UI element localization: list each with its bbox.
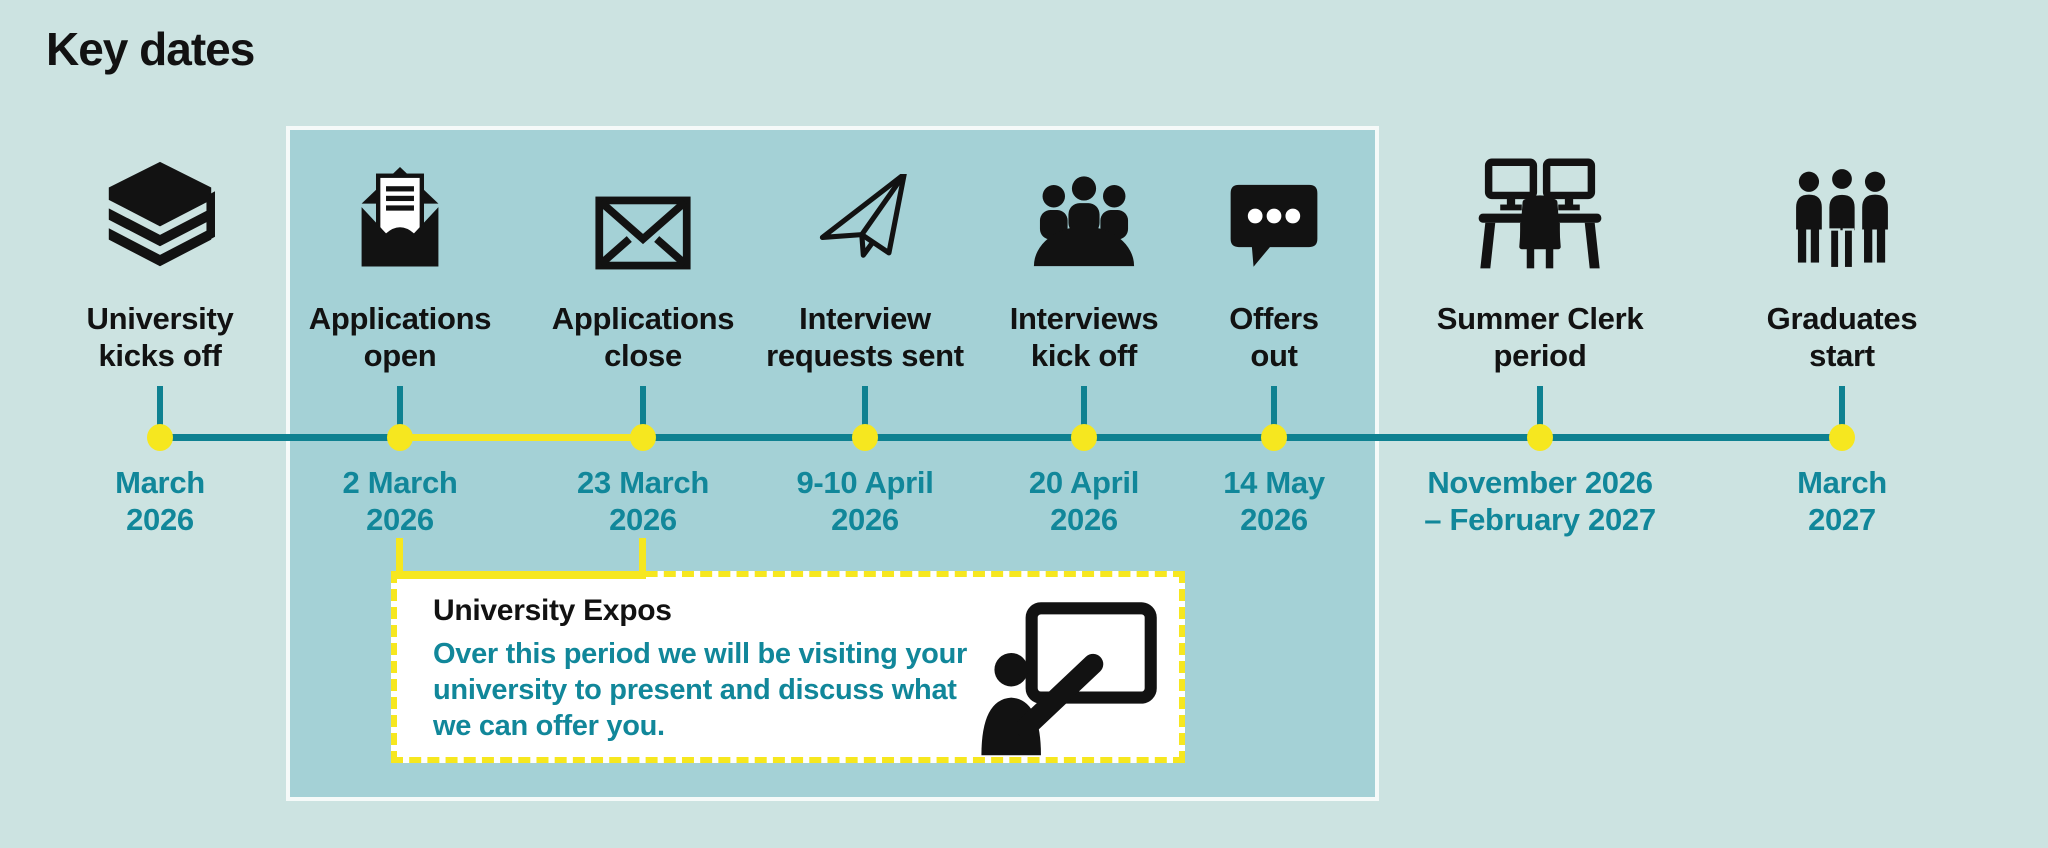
timeline-dot [147,424,173,451]
timeline-dot [1527,424,1553,451]
milestone-label-line1: Interviews [1009,301,1159,336]
callout-connector-left [396,538,403,578]
milestone-label: Summer Clerk period [1390,300,1690,374]
paper-plane-icon [715,150,1015,270]
callout-body: Over this period we will be visiting you… [433,636,967,744]
graduates-icon [1692,150,1992,270]
timeline-line [160,434,1842,441]
milestone-date-line1: November 2026 [1427,465,1653,500]
milestone-label-line1: Summer Clerk [1436,301,1644,336]
timeline-dot [1261,424,1287,451]
milestone-graduates-start: Graduates start March 2027 [1692,0,1992,620]
milestone-label-line2: close [604,338,682,373]
milestone-interview-requests-sent: Interview requests sent 9-10 April 2026 [715,0,1015,620]
timeline-dot [1071,424,1097,451]
milestone-offers-out: Offers out 14 May 2026 [1124,0,1424,620]
milestone-label: Applications close [493,300,793,374]
milestone-label-line2: requests sent [766,338,964,373]
callout-connector-right [639,538,646,578]
milestone-applications-close: Applications close 23 March 2026 [493,0,793,620]
milestone-tick [1839,386,1845,432]
milestone-date: 2 March 2026 [250,464,550,538]
milestone-label-line2: kicks off [98,338,222,373]
milestone-tick [1271,386,1277,432]
callout-solid-top-edge [391,571,646,579]
milestone-date-line1: 2 March [342,465,458,500]
milestone-label: Graduates start [1692,300,1992,374]
milestone-tick [157,386,163,432]
milestone-date-line2: 2027 [1808,502,1876,537]
milestone-label-line2: out [1250,338,1298,373]
milestone-date-line2: 2026 [609,502,677,537]
milestone-date-line1: 9-10 April [796,465,934,500]
milestone-label: University kicks off [10,300,310,374]
milestone-label: Interviews kick off [934,300,1234,374]
milestone-date-line2: 2026 [366,502,434,537]
milestone-label-line2: open [363,338,437,373]
timeline-dot [852,424,878,451]
milestone-date: 20 April 2026 [934,464,1234,538]
milestone-label-line1: Graduates [1766,301,1918,336]
milestone-tick [640,386,646,432]
milestone-date-line1: 14 May [1223,465,1325,500]
callout-body-line: Over this period we will be visiting you… [433,638,967,670]
timeline-dot [630,424,656,451]
milestone-date: March 2027 [1692,464,1992,538]
milestone-date-line2: 2026 [126,502,194,537]
milestone-tick [397,386,403,432]
milestone-date: 14 May 2026 [1124,464,1424,538]
milestone-label-line1: Applications [551,301,735,336]
milestone-label-line2: kick off [1030,338,1138,373]
callout-title: University Expos [433,594,672,627]
milestone-date: 9-10 April 2026 [715,464,1015,538]
milestone-date-line1: 20 April [1028,465,1140,500]
university-expos-callout: University Expos Over this period we wil… [391,571,1185,763]
envelope-closed-icon [493,150,793,270]
milestone-date: 23 March 2026 [493,464,793,538]
milestone-date: March 2026 [10,464,310,538]
milestone-tick [862,386,868,432]
milestone-summer-clerk-period: Summer Clerk period November 2026 – Febr… [1390,0,1690,620]
books-icon [10,150,310,270]
milestone-label-line2: start [1809,338,1875,373]
callout-body-line: we can offer you. [433,710,665,742]
milestone-date-line1: March [1797,465,1887,500]
milestone-label-line1: University [86,301,234,336]
milestone-date-line1: 23 March [577,465,709,500]
milestone-interviews-kick-off: Interviews kick off 20 April 2026 [934,0,1234,620]
timeline-dot [387,424,413,451]
milestone-date-line2: – February 2027 [1424,502,1656,537]
callout-body-line: university to present and discuss what [433,674,957,706]
milestone-label: Applications open [250,300,550,374]
milestone-university-kicks-off: University kicks off March 2026 [10,0,310,620]
presenter-icon [969,599,1165,759]
milestone-label: Interview requests sent [715,300,1015,374]
milestone-label-line1: Interview [799,301,931,336]
milestone-tick [1537,386,1543,432]
workstations-icon [1390,150,1690,270]
envelope-open-icon [250,150,550,270]
milestone-date-line1: March [115,465,205,500]
milestone-date-line2: 2026 [831,502,899,537]
milestone-date-line2: 2026 [1240,502,1308,537]
page-title: Key dates [46,23,255,75]
milestone-label: Offers out [1124,300,1424,374]
milestone-label-line1: Applications [308,301,492,336]
milestone-label-line1: Offers [1229,301,1319,336]
milestone-tick [1081,386,1087,432]
timeline-highlight-segment [400,434,643,441]
milestone-date: November 2026 – February 2027 [1390,464,1690,538]
timeline-dot [1829,424,1855,451]
milestone-date-line2: 2026 [1050,502,1118,537]
milestone-label-line2: period [1493,338,1587,373]
speech-bubble-icon [1124,150,1424,270]
milestone-applications-open: Applications open 2 March 2026 [250,0,550,620]
meeting-icon [934,150,1234,270]
